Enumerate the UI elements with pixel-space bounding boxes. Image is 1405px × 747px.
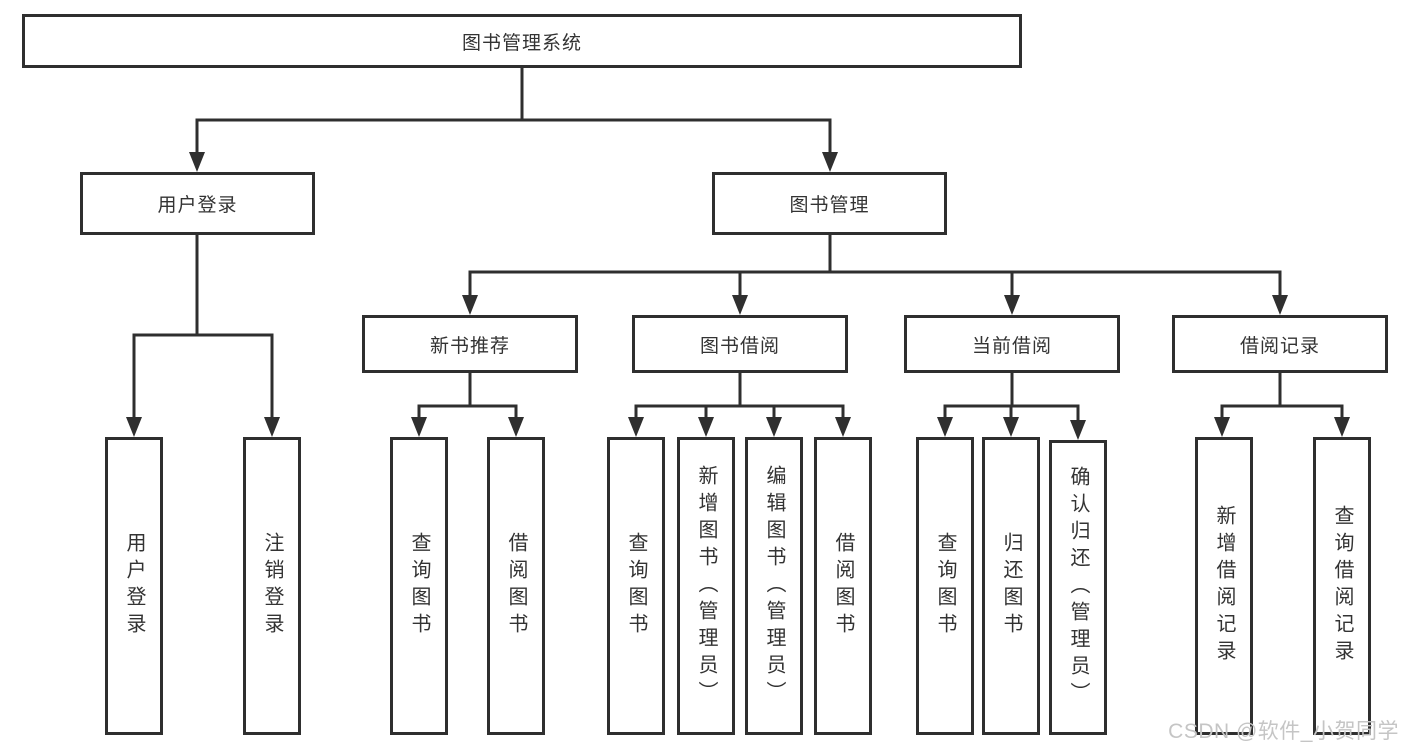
node-library-system: 图书管理系统 <box>22 14 1022 68</box>
watermark: CSDN @软件_小贺同学 <box>1168 720 1399 743</box>
arrowhead-icon <box>508 417 524 437</box>
leaf-add-borrow-record: 新增借阅记录 <box>1195 437 1253 735</box>
leaf-query-books-current-label: 查询图书 <box>934 532 956 640</box>
connector-book-borrow-children <box>634 373 845 421</box>
node-borrow-records-label: 借阅记录 <box>1239 335 1320 357</box>
arrowheads <box>126 152 1350 440</box>
arrowhead-icon <box>1004 295 1020 315</box>
node-user-login: 用户登录 <box>80 172 315 235</box>
leaf-borrow-books-borrowing-label: 借阅图书 <box>832 532 854 640</box>
leaf-edit-book-admin-label: 编辑图书（管理员） <box>763 464 785 708</box>
node-library-system-label: 图书管理系统 <box>461 32 582 54</box>
node-borrow-records: 借阅记录 <box>1172 315 1388 373</box>
arrowhead-icon <box>835 417 851 437</box>
leaf-edit-book-admin: 编辑图书（管理员） <box>745 437 803 735</box>
leaf-query-books-borrowing-label: 查询图书 <box>625 532 647 640</box>
connector-user-login-children <box>132 235 274 421</box>
node-book-borrowing: 图书借阅 <box>632 315 848 373</box>
leaf-confirm-return-admin: 确认归还（管理员） <box>1049 440 1107 735</box>
connector-book-mgmt-children <box>468 235 1282 299</box>
leaf-user-login-label: 用户登录 <box>123 532 145 640</box>
arrowhead-icon <box>462 295 478 315</box>
leaf-query-books-current: 查询图书 <box>916 437 974 735</box>
arrowhead-icon <box>822 152 838 172</box>
leaf-add-book-admin-label: 新增图书（管理员） <box>695 464 717 708</box>
arrowhead-icon <box>189 152 205 172</box>
leaf-logout-label: 注销登录 <box>261 532 283 640</box>
arrowhead-icon <box>1003 417 1019 437</box>
leaf-add-borrow-record-label: 新增借阅记录 <box>1213 505 1235 667</box>
connector-root-to-level2 <box>195 68 832 156</box>
node-new-book-recommend: 新书推荐 <box>362 315 578 373</box>
node-book-management-label: 图书管理 <box>789 195 870 216</box>
leaf-logout: 注销登录 <box>243 437 301 735</box>
leaf-borrow-books-recommend-label: 借阅图书 <box>505 532 527 640</box>
leaf-query-books-borrowing: 查询图书 <box>607 437 665 735</box>
leaf-add-book-admin: 新增图书（管理员） <box>677 437 735 735</box>
node-book-borrowing-label: 图书借阅 <box>699 335 780 357</box>
leaf-borrow-books-borrowing: 借阅图书 <box>814 437 872 735</box>
connector-borrow-records-children <box>1220 373 1344 421</box>
leaf-return-book-label: 归还图书 <box>1000 532 1022 640</box>
connector-new-book-children <box>417 373 518 421</box>
node-new-book-recommend-label: 新书推荐 <box>429 335 510 357</box>
leaf-borrow-books-recommend: 借阅图书 <box>487 437 545 735</box>
arrowhead-icon <box>698 417 714 437</box>
leaf-query-borrow-record-label: 查询借阅记录 <box>1331 505 1353 667</box>
arrowhead-icon <box>732 295 748 315</box>
arrowhead-icon <box>1070 420 1086 440</box>
node-current-borrowing-label: 当前借阅 <box>971 335 1052 357</box>
leaf-query-books-recommend-label: 查询图书 <box>408 532 430 640</box>
arrowhead-icon <box>1334 417 1350 437</box>
leaf-query-books-recommend: 查询图书 <box>390 437 448 735</box>
arrowhead-icon <box>766 417 782 437</box>
arrowhead-icon <box>628 417 644 437</box>
arrowhead-icon <box>937 417 953 437</box>
arrowhead-icon <box>1214 417 1230 437</box>
arrowhead-icon <box>411 417 427 437</box>
arrowhead-icon <box>264 417 280 437</box>
arrowhead-icon <box>1272 295 1288 315</box>
connector-current-borrow-children <box>943 373 1080 424</box>
leaf-user-login: 用户登录 <box>105 437 163 735</box>
arrowhead-icon <box>126 417 142 437</box>
leaf-confirm-return-admin-label: 确认归还（管理员） <box>1067 466 1089 709</box>
node-current-borrowing: 当前借阅 <box>904 315 1120 373</box>
node-user-login-label: 用户登录 <box>157 195 238 216</box>
leaf-return-book: 归还图书 <box>982 437 1040 735</box>
node-book-management: 图书管理 <box>712 172 947 235</box>
leaf-query-borrow-record: 查询借阅记录 <box>1313 437 1371 735</box>
